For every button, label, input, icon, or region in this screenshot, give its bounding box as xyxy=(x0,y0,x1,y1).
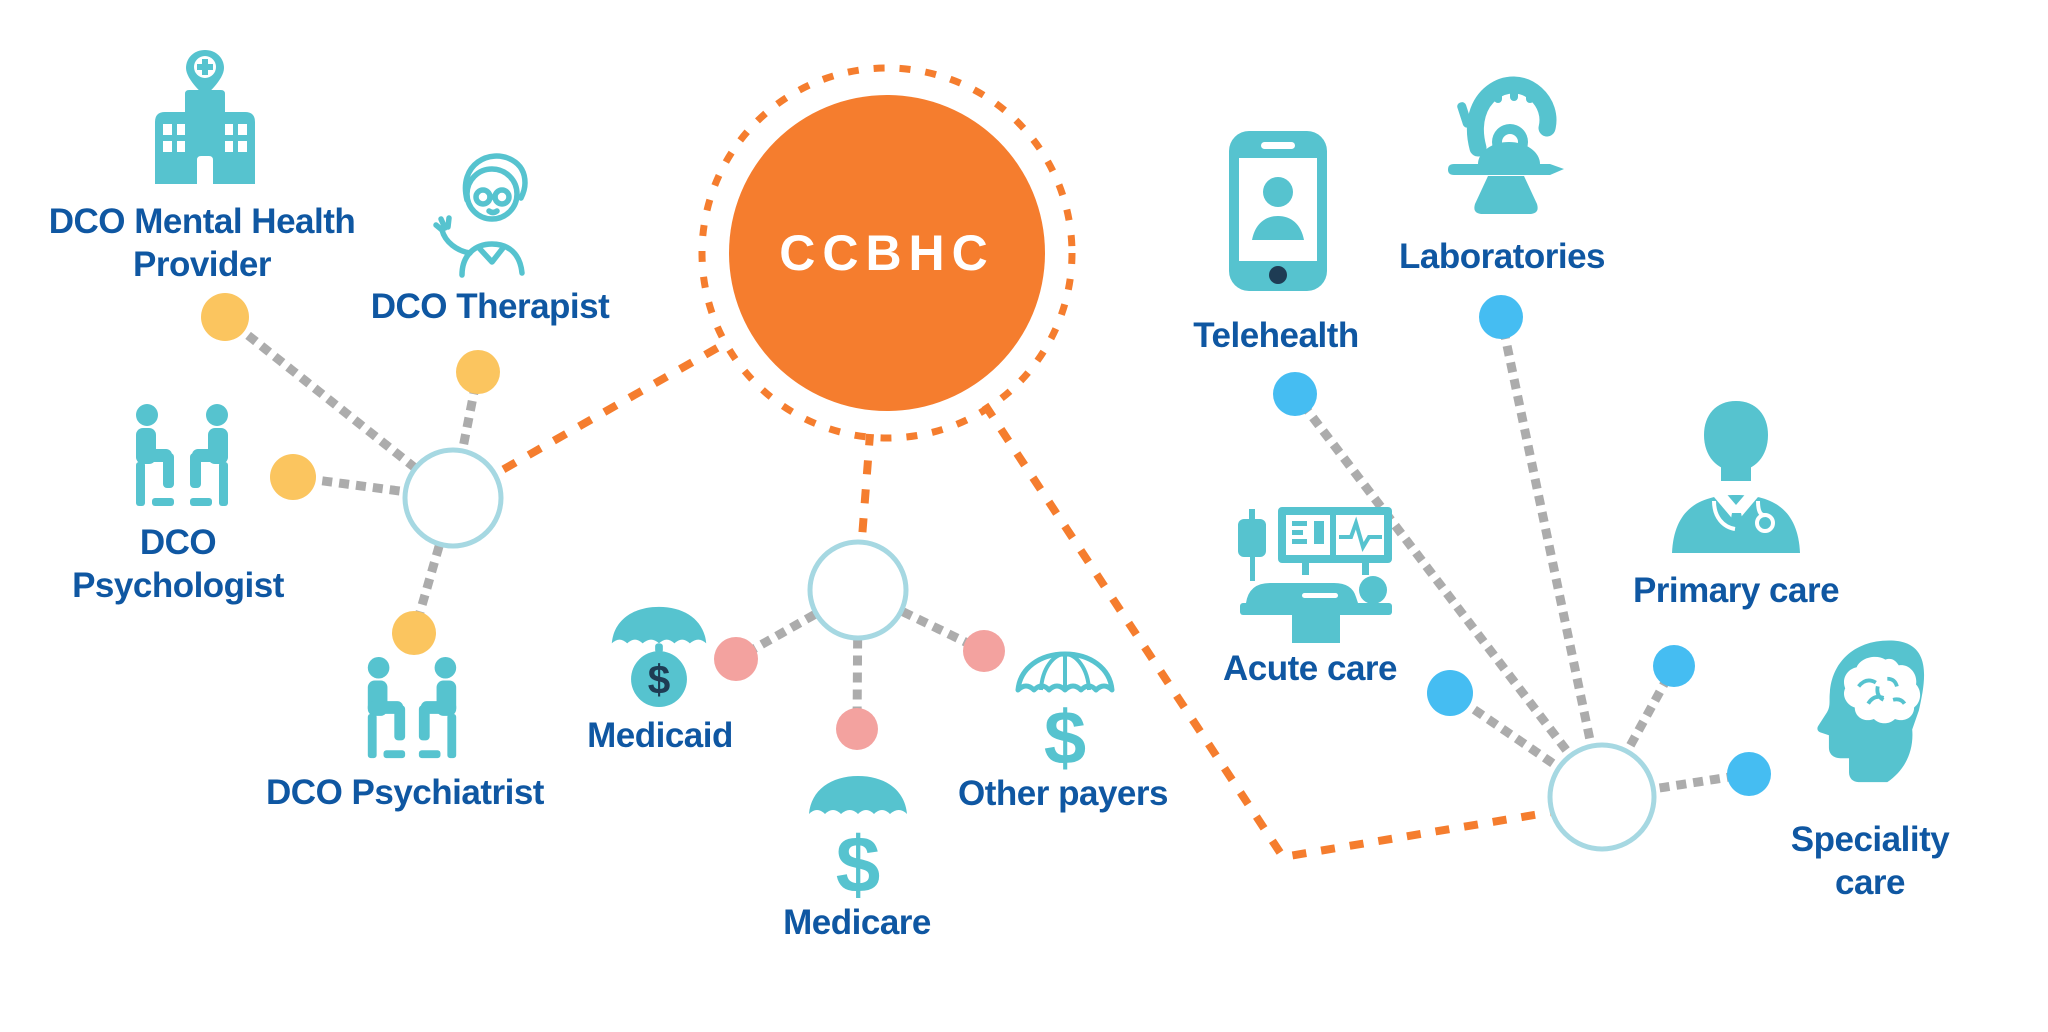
spoke-telehealth xyxy=(1288,387,1609,804)
dot-psychologist xyxy=(270,454,316,500)
label-acute-care: Acute care xyxy=(1223,649,1397,688)
dot-therapist xyxy=(456,350,500,394)
dot-telehealth xyxy=(1273,372,1317,416)
label-speciality-care: Speciality care xyxy=(1790,820,1950,902)
label-dco-therapist: DCO Therapist xyxy=(370,287,610,326)
dot-mental-health-provider xyxy=(201,293,249,341)
link-ccbhc-care-hub xyxy=(981,402,1553,862)
umbrella-outline-dollar-icon: $ xyxy=(1010,646,1120,781)
dot-acute-care xyxy=(1427,670,1473,716)
dot-medicare xyxy=(836,708,878,750)
dco-hub xyxy=(402,447,504,549)
label-primary-care: Primary care xyxy=(1632,571,1840,610)
other-payers-dollar-glyph: $ xyxy=(1044,696,1086,770)
dot-speciality-care xyxy=(1727,752,1771,796)
label-dco-psychologist: DCO Psychologist xyxy=(72,523,284,605)
ccbhc-links xyxy=(451,339,1553,862)
node-dots xyxy=(201,293,1771,796)
label-telehealth: Telehealth xyxy=(1193,316,1359,355)
label-dco-psychiatrist: DCO Psychiatrist xyxy=(266,773,544,812)
spoke-laboratories xyxy=(1495,311,1608,803)
label-other-payers: Other payers xyxy=(958,774,1168,813)
smartphone-icon xyxy=(1225,128,1331,294)
dot-primary-care xyxy=(1653,645,1695,687)
umbrella-dollar-icon: $ xyxy=(803,770,913,909)
label-medicare: Medicare xyxy=(783,903,931,942)
label-medicaid: Medicaid xyxy=(587,716,733,755)
medicare-dollar-glyph: $ xyxy=(836,820,881,898)
hospital-icon xyxy=(145,48,265,188)
doctor-icon xyxy=(1666,395,1806,555)
ccbhc-title: CCBHC xyxy=(779,225,995,281)
brain-head-icon xyxy=(1805,633,1939,803)
care-hub xyxy=(1547,742,1657,852)
dot-other-payers xyxy=(963,630,1005,672)
microscope-icon xyxy=(1438,62,1568,232)
label-laboratories: Laboratories xyxy=(1399,237,1606,276)
medicaid-dollar-glyph: $ xyxy=(648,657,671,703)
counseling-icon xyxy=(122,400,242,512)
dot-laboratories xyxy=(1479,295,1523,339)
psychiatrist-icon xyxy=(352,654,472,764)
payers-hub xyxy=(807,539,909,641)
hospital-bed-icon xyxy=(1236,505,1396,645)
label-dco-mental-health-provider: DCO Mental Health Provider xyxy=(48,202,356,284)
therapist-icon xyxy=(428,142,548,282)
umbrella-coin-icon: $ xyxy=(606,601,712,709)
ccbhc-circle xyxy=(729,95,1045,411)
dot-psychiatrist xyxy=(392,611,436,655)
link-ccbhc-dco-hub xyxy=(451,339,728,502)
dot-medicaid xyxy=(714,637,758,681)
ccbhc-dotted-ring xyxy=(698,64,1076,442)
